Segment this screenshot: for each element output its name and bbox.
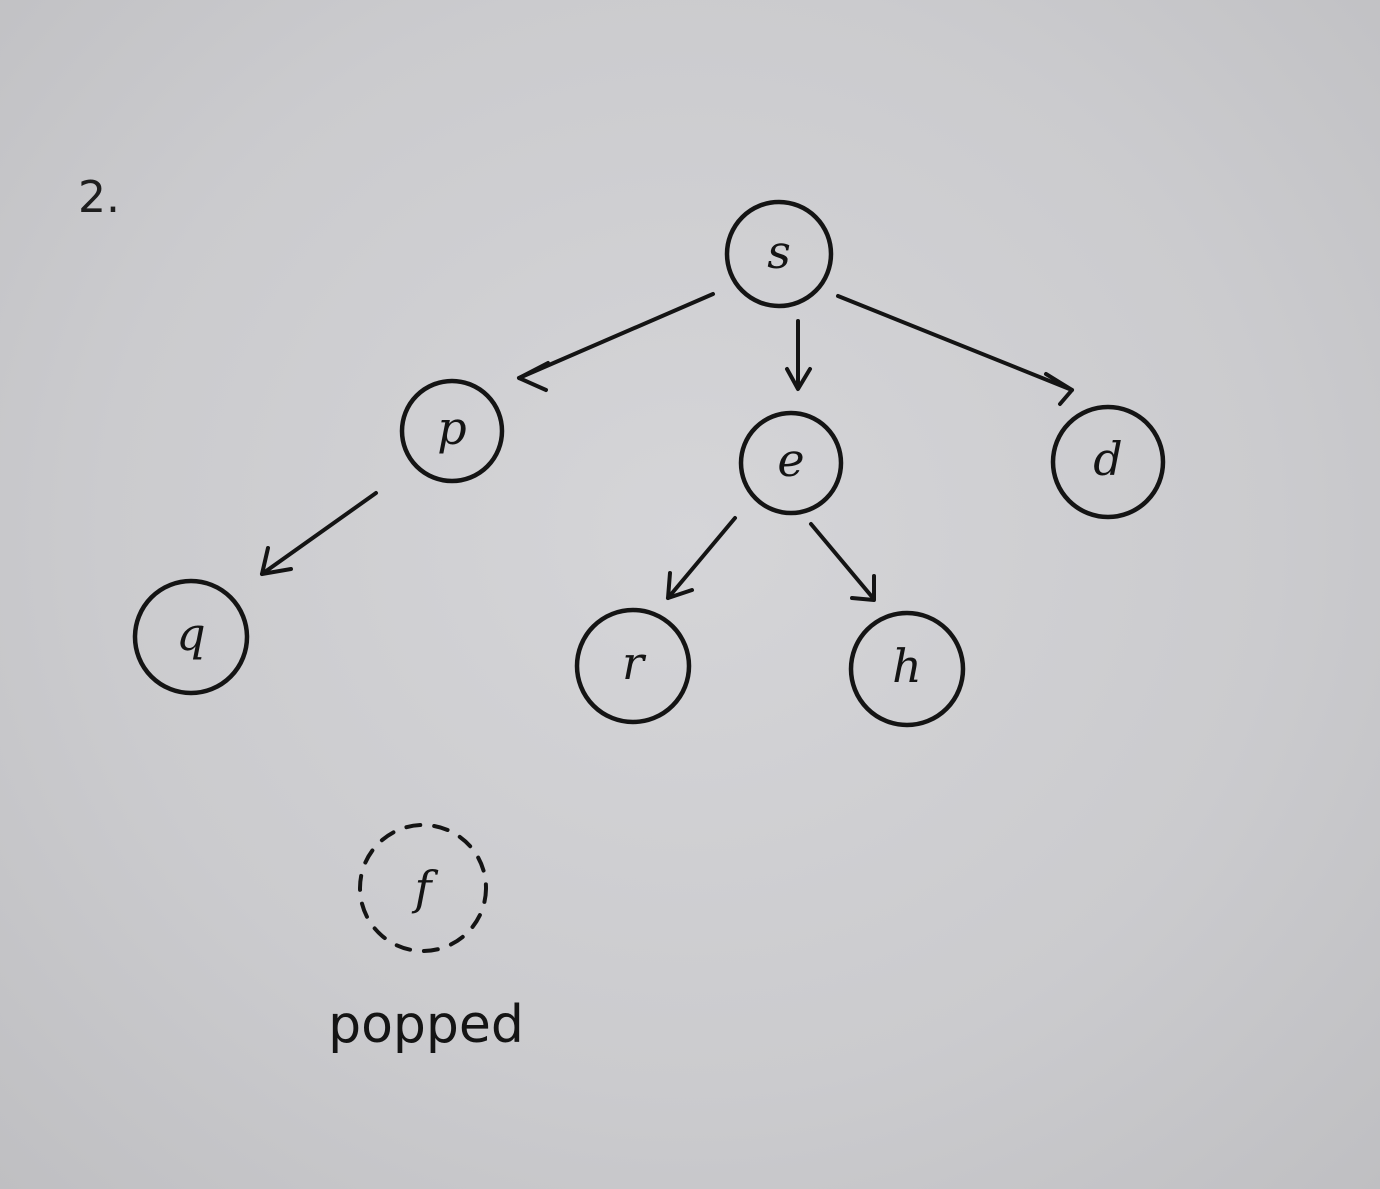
node-label-e: e (777, 433, 804, 487)
node-label-p: p (437, 401, 466, 455)
popped-note: popped (328, 995, 524, 1055)
edge-e-h (809, 522, 876, 602)
node-label-q: q (176, 607, 205, 661)
node-e: e (738, 410, 844, 516)
edge-p-q (260, 491, 378, 576)
node-p: p (399, 378, 505, 484)
edge-s-e (785, 319, 812, 391)
node-label-d: d (1093, 432, 1122, 486)
question-number: 2. (78, 172, 120, 223)
edge-s-d (836, 294, 1074, 406)
node-r: r (574, 607, 692, 725)
node-f: f (358, 823, 488, 953)
edge-e-r (666, 516, 737, 600)
node-label-f: f (411, 861, 438, 915)
edge-s-p (517, 292, 715, 392)
node-h: h (848, 610, 966, 728)
node-d: d (1050, 404, 1166, 520)
node-s: s (724, 199, 834, 309)
node-label-h: h (892, 639, 922, 693)
edges (260, 292, 1074, 602)
node-label-r: r (622, 636, 647, 690)
node-label-s: s (767, 225, 791, 279)
node-q: q (132, 578, 250, 696)
